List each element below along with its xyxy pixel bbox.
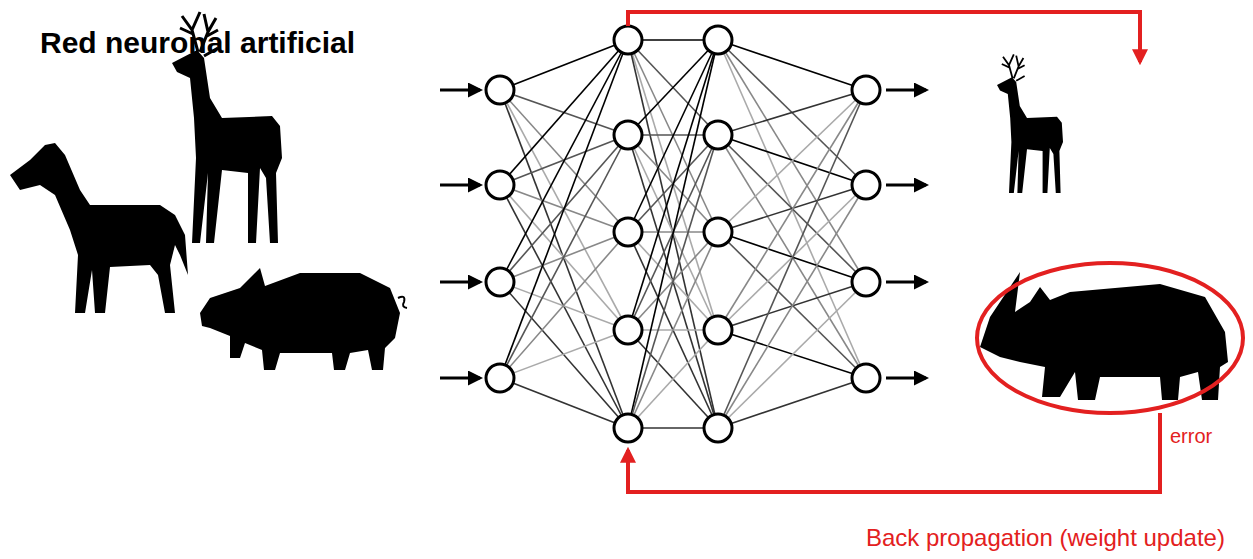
connection-line <box>628 330 718 428</box>
backprop-label: Back propagation (weight update) <box>866 524 1225 553</box>
neuron <box>614 218 642 246</box>
connection-line <box>718 135 866 378</box>
connection-line <box>500 135 628 378</box>
error-label: error <box>1170 424 1212 448</box>
connection-line <box>500 40 628 282</box>
neuron <box>614 414 642 442</box>
rhino-silhouette <box>980 272 1228 400</box>
connection-line <box>718 40 866 185</box>
connection-line <box>718 90 866 135</box>
connection-line <box>500 378 628 428</box>
neuron <box>852 364 880 392</box>
connection-line <box>718 378 866 428</box>
horse-silhouette <box>10 143 188 313</box>
connection-line <box>500 40 628 378</box>
connection-line <box>628 330 718 428</box>
connection-line <box>628 40 718 135</box>
connection-line <box>718 40 866 282</box>
neuron <box>614 26 642 54</box>
connection-line <box>500 232 628 378</box>
neuron <box>486 171 514 199</box>
connection-line <box>500 40 628 185</box>
input-arrow <box>440 377 480 380</box>
neuron <box>852 76 880 104</box>
neuron <box>704 26 732 54</box>
output-arrow <box>886 184 926 187</box>
neuron <box>704 218 732 246</box>
input-arrow <box>440 184 480 187</box>
connection-line <box>500 90 628 428</box>
neuron <box>486 76 514 104</box>
deer-output-silhouette <box>997 54 1063 193</box>
neuron <box>614 316 642 344</box>
pig-silhouette <box>200 268 407 370</box>
output-arrow <box>886 377 926 380</box>
connection-line <box>628 135 718 428</box>
input-arrow <box>440 281 480 284</box>
connection-line <box>718 40 866 378</box>
connection-line <box>628 40 718 330</box>
diagram-title: Red neuronal artificial <box>40 26 355 60</box>
backprop-arrow <box>628 413 1160 492</box>
neuron <box>704 316 732 344</box>
neural-network <box>440 26 926 442</box>
neuron <box>852 171 880 199</box>
forward-arrow <box>628 12 1140 62</box>
connection-line <box>500 185 628 428</box>
output-arrow <box>886 281 926 284</box>
neuron <box>486 364 514 392</box>
neuron <box>486 268 514 296</box>
connection-line <box>628 40 718 135</box>
connection-line <box>500 40 628 90</box>
connection-line <box>718 185 866 428</box>
neuron <box>852 268 880 296</box>
connection-line <box>628 40 718 330</box>
output-arrow <box>886 89 926 92</box>
connection-line <box>718 282 866 428</box>
connection-line <box>718 90 866 428</box>
connection-line <box>718 90 866 330</box>
neuron <box>614 121 642 149</box>
connection-line <box>718 40 866 90</box>
input-arrow <box>440 89 480 92</box>
error-ellipse <box>977 263 1243 413</box>
connection-line <box>628 135 718 428</box>
connection-line <box>500 330 628 378</box>
neuron <box>704 121 732 149</box>
neuron <box>704 414 732 442</box>
